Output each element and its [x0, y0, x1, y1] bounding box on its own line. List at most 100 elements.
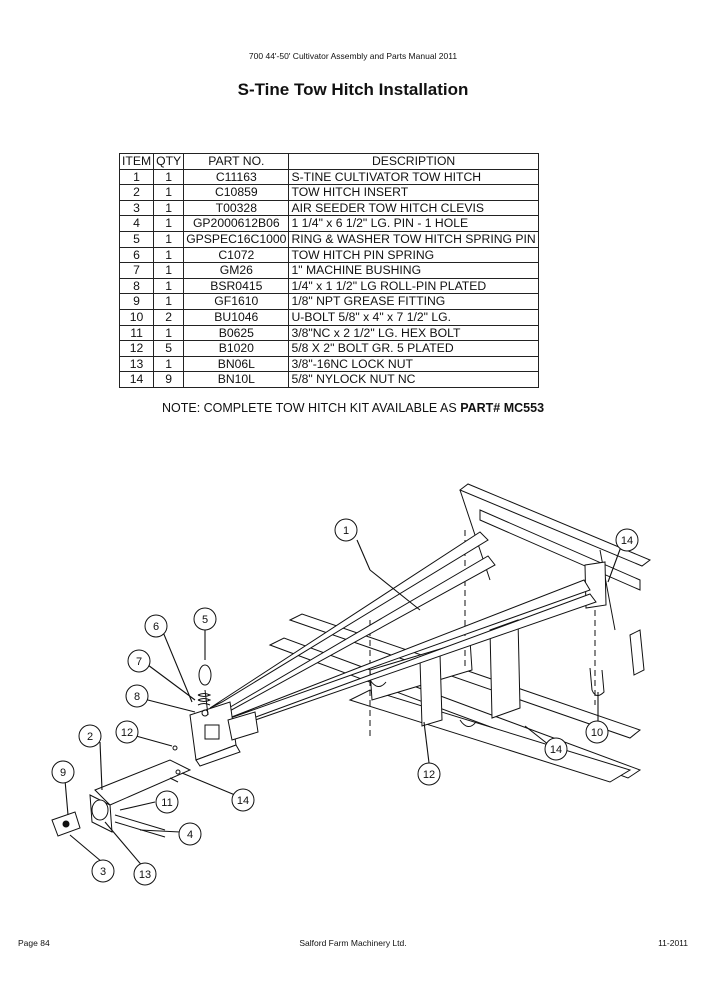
cell-item: 12 — [118, 340, 155, 357]
cell-part-no: BN06L — [183, 355, 290, 373]
cell-qty: 1 — [153, 168, 185, 186]
cell-description: 1/8" NPT GREASE FITTING — [288, 293, 539, 310]
cell-item: 1 — [118, 168, 155, 186]
callout-14a-label: 14 — [621, 535, 633, 547]
column-header-part-no: PART NO. — [183, 153, 290, 170]
cell-description: 1 1/4" x 6 1/2" LG. PIN - 1 HOLE — [288, 215, 539, 232]
callout-10-label: 10 — [591, 727, 603, 739]
cell-item: 8 — [118, 277, 155, 295]
cell-qty: 1 — [153, 277, 185, 295]
cell-qty: 1 — [153, 246, 185, 264]
callout-7 — [127, 649, 151, 673]
cell-item: 13 — [118, 355, 155, 373]
callout-13 — [133, 862, 157, 886]
kit-note: NOTE: COMPLETE TOW HITCH KIT AVAILABLE A… — [0, 401, 706, 415]
cell-part-no: B1020 — [183, 340, 290, 357]
callout-11 — [155, 790, 179, 814]
callout-14a — [615, 528, 639, 552]
callout-14c — [544, 737, 568, 761]
cell-qty: 1 — [153, 230, 185, 248]
cell-qty: 2 — [153, 308, 185, 326]
page-title: S-Tine Tow Hitch Installation — [237, 80, 469, 99]
callout-7-label: 7 — [136, 656, 142, 668]
cell-part-no: C10859 — [183, 184, 290, 201]
cell-part-no: BN10L — [183, 371, 290, 388]
callout-3 — [91, 859, 115, 883]
cell-item: 4 — [118, 215, 155, 232]
cell-description: AIR SEEDER TOW HITCH CLEVIS — [288, 199, 539, 217]
callout-2 — [78, 724, 102, 748]
cell-item: 10 — [118, 308, 155, 326]
cell-qty: 1 — [153, 184, 185, 201]
cell-part-no: GP2000612B06 — [183, 215, 290, 232]
tow-hitch-exploded-diagram: 1 14 6 5 7 8 12 2 14 9 11 4 3 13 14 12 1… — [51, 483, 651, 886]
callout-4-label: 4 — [187, 829, 193, 841]
callout-14c-label: 14 — [550, 744, 562, 756]
cell-item: 3 — [118, 199, 155, 217]
callout-2-label: 2 — [87, 731, 93, 743]
cell-description: TOW HITCH INSERT — [288, 184, 539, 201]
cell-qty: 1 — [153, 293, 185, 310]
callout-8-label: 8 — [134, 691, 140, 703]
callout-12a — [115, 720, 139, 744]
cell-part-no: GM26 — [183, 262, 290, 279]
cell-part-no: C11163 — [183, 168, 290, 186]
table-header-row: ITEM QTY PART NO. DESCRIPTION — [118, 153, 539, 170]
cell-qty: 5 — [153, 340, 185, 357]
callout-6-label: 6 — [153, 621, 159, 633]
hitch-insert-and-clevis — [51, 745, 192, 838]
cell-part-no: BSR0415 — [183, 277, 290, 295]
callout-4 — [178, 822, 202, 846]
cell-part-no: GF1610 — [183, 293, 290, 310]
cell-description: 1" MACHINE BUSHING — [288, 262, 539, 279]
callout-14b-label: 14 — [237, 795, 249, 807]
cell-description: 3/8"NC x 2 1/2" LG. HEX BOLT — [288, 324, 539, 342]
callouts: 1 14 6 5 7 8 12 2 14 9 11 4 3 13 14 12 1… — [51, 518, 639, 886]
cell-qty: 1 — [153, 215, 185, 232]
cell-part-no: B0625 — [183, 324, 290, 342]
callout-9 — [51, 760, 75, 784]
callout-3-label: 3 — [100, 866, 106, 878]
cell-description: RING & WASHER TOW HITCH SPRING PIN — [288, 230, 539, 248]
cell-qty: 9 — [153, 371, 185, 388]
tow-hitch-arms — [209, 531, 597, 729]
cell-description: U-BOLT 5/8" x 4" x 7 1/2" LG. — [288, 308, 539, 326]
cell-description: 5/8" NYLOCK NUT NC — [288, 371, 539, 388]
cell-description: 3/8"-16NC LOCK NUT — [288, 355, 539, 373]
callout-12a-label: 12 — [121, 727, 133, 739]
cell-item: 6 — [118, 246, 155, 264]
cell-part-no: BU1046 — [183, 308, 290, 326]
hitch-head — [189, 664, 259, 767]
cell-part-no: GPSPEC16C1000 — [183, 230, 290, 248]
cell-qty: 1 — [153, 355, 185, 373]
callout-5-label: 5 — [202, 614, 208, 626]
cell-description: 5/8 X 2" BOLT GR. 5 PLATED — [288, 340, 539, 357]
callout-11-label: 11 — [161, 797, 172, 809]
cell-qty: 1 — [153, 199, 185, 217]
callout-6 — [144, 614, 168, 638]
note-text: NOTE: COMPLETE TOW HITCH KIT AVAILABLE A… — [161, 401, 461, 415]
cell-description: 1/4" x 1 1/2" LG ROLL-PIN PLATED — [288, 277, 539, 295]
footer-date: 11-2011 — [658, 938, 688, 948]
callout-14b — [231, 788, 255, 812]
cell-item: 11 — [118, 324, 155, 342]
callout-10 — [585, 720, 609, 744]
running-head: 700 44'-50' Cultivator Assembly and Part… — [248, 51, 458, 61]
cell-qty: 1 — [153, 262, 185, 279]
cell-part-no: C1072 — [183, 246, 290, 264]
column-header-description: DESCRIPTION — [288, 153, 539, 170]
cell-item: 14 — [118, 371, 155, 388]
cell-part-no: T00328 — [183, 199, 290, 217]
footer-company: Salford Farm Machinery Ltd. — [299, 938, 407, 948]
note-part-number: PART# MC553 — [460, 401, 545, 415]
